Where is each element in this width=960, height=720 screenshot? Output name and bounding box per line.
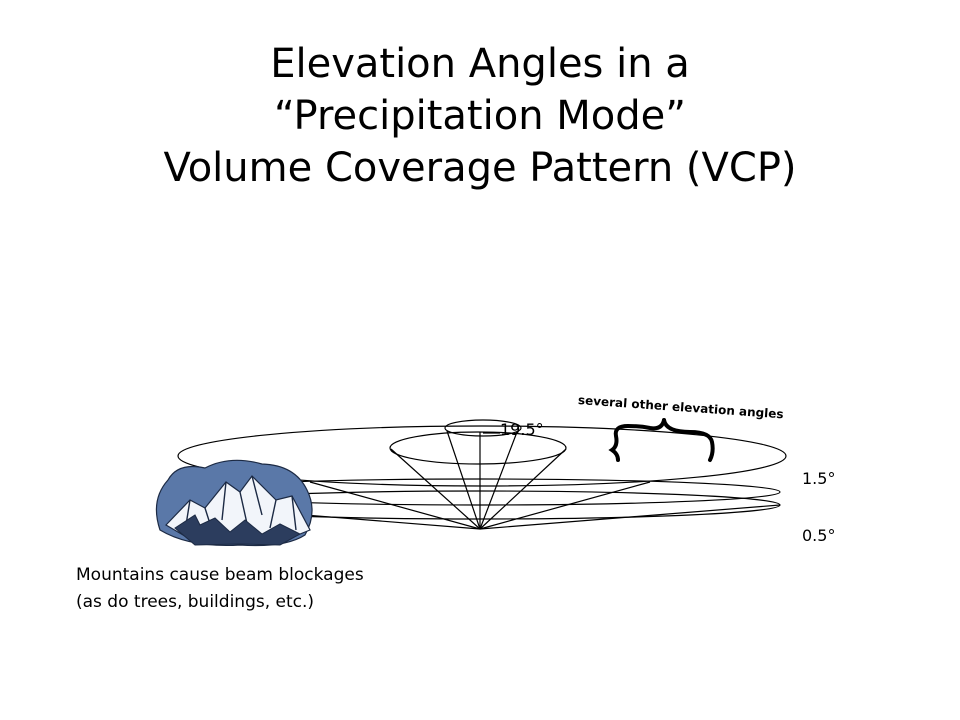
beam-ray-left-upper [309,481,481,530]
beam-ray-right-upper [479,481,651,530]
low-beam-ray-right [479,504,781,530]
curly-brace-icon [608,418,715,462]
beam-mid-ellipse [177,425,787,487]
slide-title: Elevation Angles in a “Precipitation Mod… [0,38,960,194]
angle-0-5-label: 0.5° [802,526,836,545]
cone-ray-right [479,448,567,530]
caption-line-2: (as do trees, buildings, etc.) [76,592,315,612]
title-line-2: “Precipitation Mode” [274,93,686,139]
cone-top-ellipse [389,431,567,465]
angle-19-5-label: 19.5° [500,420,544,439]
cone-ray-left [390,448,481,530]
mountain-icon [155,459,313,547]
cone-ray-inner-right [479,431,518,530]
title-line-3: Volume Coverage Pattern (VCP) [163,145,797,191]
angle-1-5-label: 1.5° [802,469,836,488]
caption: Mountains cause beam blockages (as do tr… [76,562,364,616]
caption-line-1: Mountains cause beam blockages [76,565,364,585]
beam-19-5-ellipse [444,419,522,437]
cone-ray-inner-left [446,430,481,530]
title-line-1: Elevation Angles in a [270,41,690,87]
